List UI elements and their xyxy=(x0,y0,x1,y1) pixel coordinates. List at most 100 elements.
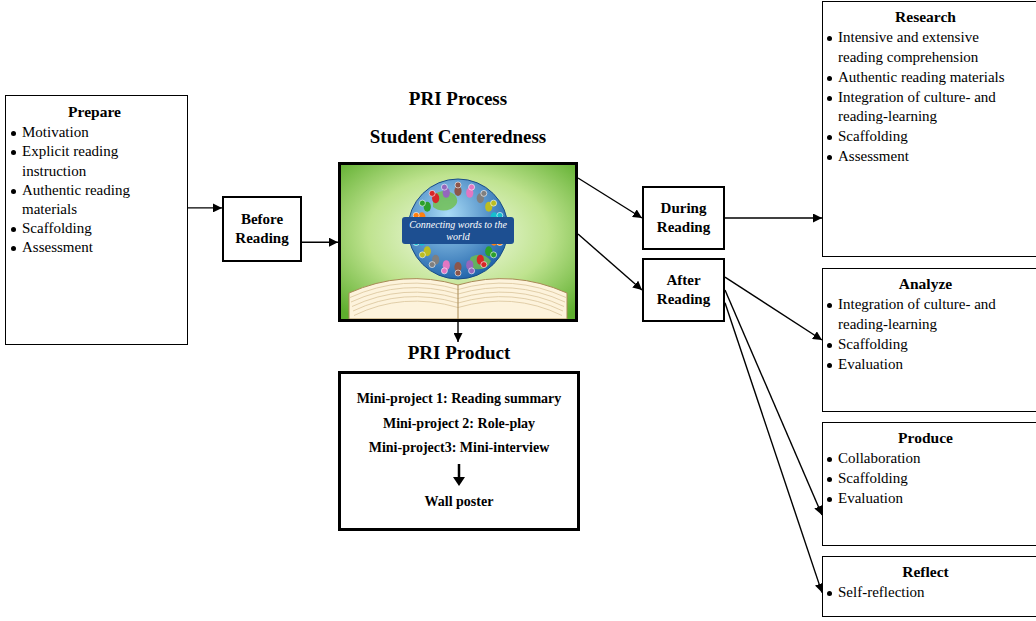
bullet-text: Self-reflection xyxy=(838,583,925,603)
arrow-shaft xyxy=(458,464,461,479)
person-head xyxy=(481,262,487,268)
phase-box: After Reading xyxy=(642,258,725,322)
person-head xyxy=(441,268,447,274)
bullet-dot xyxy=(827,135,832,140)
box-label: During Reading xyxy=(648,199,719,237)
bullet-item: Intensive and extensive reading comprehe… xyxy=(826,28,1025,68)
flow-arrow xyxy=(302,241,338,242)
bullet-item: Scaffolding xyxy=(826,469,1025,489)
product-heading: PRI Product xyxy=(338,342,580,365)
bullet-dot xyxy=(827,96,832,101)
person-head xyxy=(441,184,447,190)
open-book xyxy=(349,279,567,319)
person-head xyxy=(455,270,461,276)
bullet-text: Explicit reading instruction xyxy=(22,142,179,180)
person-head xyxy=(491,200,497,206)
flow-arrow xyxy=(725,290,822,515)
bullet-text: Evaluation xyxy=(838,355,903,375)
person-head xyxy=(481,190,487,196)
bullet-text: Intensive and extensive reading comprehe… xyxy=(838,28,1025,68)
bullet-item: Integration of culture- and reading-lear… xyxy=(826,88,1025,128)
product-result: Wall poster xyxy=(425,493,494,511)
bullet-text: Integration of culture- and reading-lear… xyxy=(838,295,1025,335)
illustration-box: Connecting words to the world xyxy=(338,162,578,322)
bullet-text: Scaffolding xyxy=(838,127,908,147)
bullet-dot xyxy=(827,363,832,368)
stage-box: ProduceCollaborationScaffoldingEvaluatio… xyxy=(822,422,1036,546)
bullet-text: Assessment xyxy=(838,147,909,167)
mini-project: Mini-project 1: Reading summary xyxy=(357,390,562,408)
bullet-dot xyxy=(827,457,832,462)
bullet-text: Integration of culture- and reading-lear… xyxy=(838,88,1025,128)
bullet-dot xyxy=(11,131,16,136)
banner-ribbon: Connecting words to the world xyxy=(402,217,514,244)
flow-arrow xyxy=(457,322,458,342)
bullet-dot xyxy=(11,246,16,251)
stage-box: ResearchIntensive and extensive reading … xyxy=(822,1,1036,257)
bullet-item: Self-reflection xyxy=(826,583,1025,603)
person-head xyxy=(455,182,461,188)
bullet-dot xyxy=(827,477,832,482)
bullet-dot xyxy=(827,343,832,348)
box-heading: Reflect xyxy=(826,562,1025,582)
arrow-head xyxy=(453,477,465,486)
bullet-dot xyxy=(827,155,832,160)
bullet-dot xyxy=(11,227,16,232)
bullet-item: Motivation xyxy=(10,123,179,142)
bullet-item: Collaboration xyxy=(826,449,1025,469)
bullet-text: Scaffolding xyxy=(838,469,908,489)
bullet-text: Scaffolding xyxy=(838,335,908,355)
bullet-item: Evaluation xyxy=(826,355,1025,375)
bullet-item: Integration of culture- and reading-lear… xyxy=(826,295,1025,335)
stage-box: ReflectSelf-reflection xyxy=(822,556,1036,617)
bullet-item: Evaluation xyxy=(826,489,1025,509)
box-label: Before Reading xyxy=(228,210,296,248)
bullet-text: Authentic reading materials xyxy=(838,68,1005,88)
person-head xyxy=(469,268,475,274)
bullet-dot xyxy=(827,76,832,81)
person-head xyxy=(429,262,435,268)
flow-arrow xyxy=(725,217,822,218)
bullet-item: Authentic reading materials xyxy=(10,181,179,219)
bullet-dot xyxy=(827,591,832,596)
bullet-item: Explicit reading instruction xyxy=(10,142,179,180)
box-heading: Analyze xyxy=(826,274,1025,294)
bullet-item: Scaffolding xyxy=(826,127,1025,147)
bullet-dot xyxy=(11,189,16,194)
book-page xyxy=(458,301,562,315)
process-heading: PRI Process xyxy=(409,88,507,111)
person-head xyxy=(419,200,425,206)
bullet-text: Motivation xyxy=(22,123,89,142)
connector-group xyxy=(188,178,822,593)
banner-text: Connecting words to the world xyxy=(406,219,510,242)
bullet-item: Scaffolding xyxy=(826,335,1025,355)
bullet-dot xyxy=(827,497,832,502)
flow-arrow xyxy=(725,303,822,593)
bullet-text: Assessment xyxy=(22,238,93,257)
bullet-item: Scaffolding xyxy=(10,219,179,238)
mini-project: Mini-project3: Mini-interview xyxy=(369,439,550,457)
bullet-item: Assessment xyxy=(826,147,1025,167)
stage-box: AnalyzeIntegration of culture- and readi… xyxy=(822,268,1036,412)
person-head xyxy=(429,190,435,196)
bullet-text: Collaboration xyxy=(838,449,921,469)
mini-project: Mini-project 2: Role-play xyxy=(383,415,535,433)
flow-arrow xyxy=(725,277,822,340)
process-subheading: Student Centeredness xyxy=(370,126,546,149)
bullet-text: Evaluation xyxy=(838,489,903,509)
flow-arrow xyxy=(188,207,222,208)
phase-box: During Reading xyxy=(642,186,725,250)
book-spine xyxy=(458,285,459,319)
flow-arrow xyxy=(578,178,642,218)
box-heading: Produce xyxy=(826,428,1025,448)
bullet-text: Scaffolding xyxy=(22,219,92,238)
person-head xyxy=(491,252,497,258)
product-frame: Mini-project 1: Reading summaryMini-proj… xyxy=(338,371,580,531)
person-head xyxy=(419,252,425,258)
bullet-item: Assessment xyxy=(10,238,179,257)
down-arrow xyxy=(449,463,469,487)
flow-arrow xyxy=(578,234,642,290)
background xyxy=(341,165,575,319)
book-page xyxy=(354,301,458,315)
